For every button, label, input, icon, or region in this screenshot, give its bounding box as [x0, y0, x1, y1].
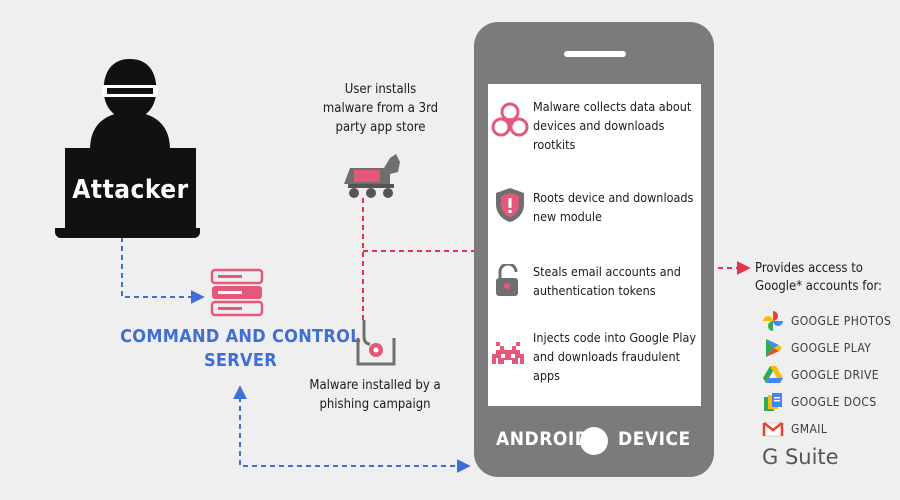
biohazard-icon: [491, 102, 529, 137]
google-play-icon: [766, 339, 782, 357]
phishing-hook-icon: [356, 320, 396, 366]
service-label: GOOGLE DOCS: [791, 395, 877, 409]
gmail-icon: [762, 422, 784, 437]
server-icon: [210, 268, 264, 317]
google-docs-icon: [764, 393, 782, 411]
phone-speaker: [564, 51, 626, 57]
gsuite-logo: G Suite: [762, 445, 839, 469]
step-injects-code: Injects code into Google Play and downlo…: [533, 330, 696, 383]
attacker-to-server-line: [121, 228, 205, 304]
phone-screen: [488, 84, 701, 406]
service-label: GOOGLE PLAY: [791, 341, 872, 355]
space-invader-icon: [492, 342, 524, 364]
cnc-label-line1: COMMAND AND CONTROL: [120, 326, 361, 347]
provides-access-text: Provides access to Google* accounts for:: [755, 261, 882, 294]
service-label: GOOGLE DRIVE: [791, 368, 879, 382]
google-photos-icon: [763, 311, 783, 331]
android-label: ANDROID: [496, 428, 590, 450]
hacker-icon: [90, 59, 170, 150]
server-to-phone-line: [233, 385, 471, 473]
trojan-horse-icon: [344, 154, 400, 198]
attacker-label: Attacker: [72, 175, 189, 205]
cnc-server-label: COMMAND AND CONTROL SERVER: [118, 325, 363, 373]
laptop-base: [55, 228, 200, 238]
service-google-play: GOOGLE PLAY: [762, 337, 871, 359]
shield-alert-icon: [496, 188, 524, 222]
open-padlock-icon: [496, 264, 518, 296]
service-google-docs: GOOGLE DOCS: [762, 391, 877, 413]
device-label: DEVICE: [618, 428, 691, 450]
cnc-label-line2: SERVER: [203, 350, 278, 371]
service-label: GOOGLE PHOTOS: [791, 314, 892, 328]
home-button: [580, 427, 608, 455]
app-store-vector-text: User installs malware from a 3rd party a…: [322, 82, 439, 135]
step-collects-data: Malware collects data about devices and …: [533, 99, 692, 152]
step-steals-accounts: Steals email accounts and authentication…: [533, 264, 681, 298]
phishing-vector-text: Malware installed by a phishing campaign: [309, 378, 441, 412]
google-drive-icon: [763, 366, 783, 383]
service-google-drive: GOOGLE DRIVE: [762, 364, 879, 386]
step-roots-device: Roots device and downloads new module: [533, 190, 694, 224]
service-label: GMAIL: [791, 422, 828, 436]
service-gmail: GMAIL: [762, 418, 827, 440]
service-google-photos: GOOGLE PHOTOS: [762, 310, 891, 332]
